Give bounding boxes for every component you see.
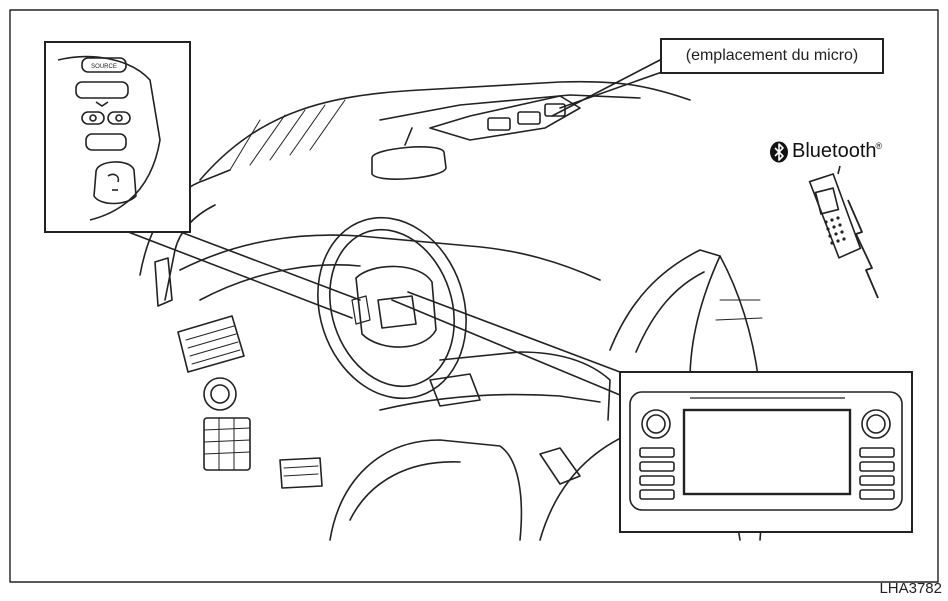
left-knob (641, 409, 671, 439)
figure-code: LHA3782 (879, 580, 942, 597)
leader-line-to-mic-2 (551, 59, 661, 117)
leader-line-to-display (391, 299, 621, 396)
leader-line-to-switches-2 (169, 227, 361, 301)
audio-display-inset (619, 371, 913, 533)
leader-line-to-switches (117, 227, 353, 319)
steering-hub (355, 265, 437, 348)
lightning-bolt-icon (847, 199, 879, 299)
source-switch-label: SOURCE (91, 64, 117, 70)
left-side-vent (154, 257, 173, 307)
passenger-seatback (609, 249, 721, 381)
bluetooth-word: Bluetooth (792, 140, 877, 162)
bluetooth-trademark: ® (875, 141, 883, 152)
windshield-outline (199, 80, 691, 181)
dashboard-top (179, 234, 601, 281)
cellphone-icon (808, 165, 862, 259)
rear-view-mirror (371, 146, 447, 180)
bluetooth-label: Bluetooth® (792, 140, 882, 163)
mic-location-caption: (emplacement du micro) (660, 38, 884, 74)
center-stack (439, 351, 611, 421)
steering-wheel (317, 216, 467, 400)
figure-border (9, 9, 939, 583)
center-left-vent (177, 315, 245, 373)
roof-liner (379, 94, 641, 121)
overhead-console (429, 95, 581, 141)
bluetooth-logo-icon (770, 141, 788, 162)
light-knob (203, 377, 237, 411)
right-knob (861, 409, 891, 439)
leader-line-to-mic (559, 71, 663, 109)
steering-switch-inset: SOURCE (44, 41, 191, 233)
leader-line-to-display-2 (407, 291, 621, 373)
touchscreen-display (682, 408, 852, 496)
bluetooth-brand: Bluetooth® (769, 140, 882, 163)
driver-seat (329, 439, 523, 541)
